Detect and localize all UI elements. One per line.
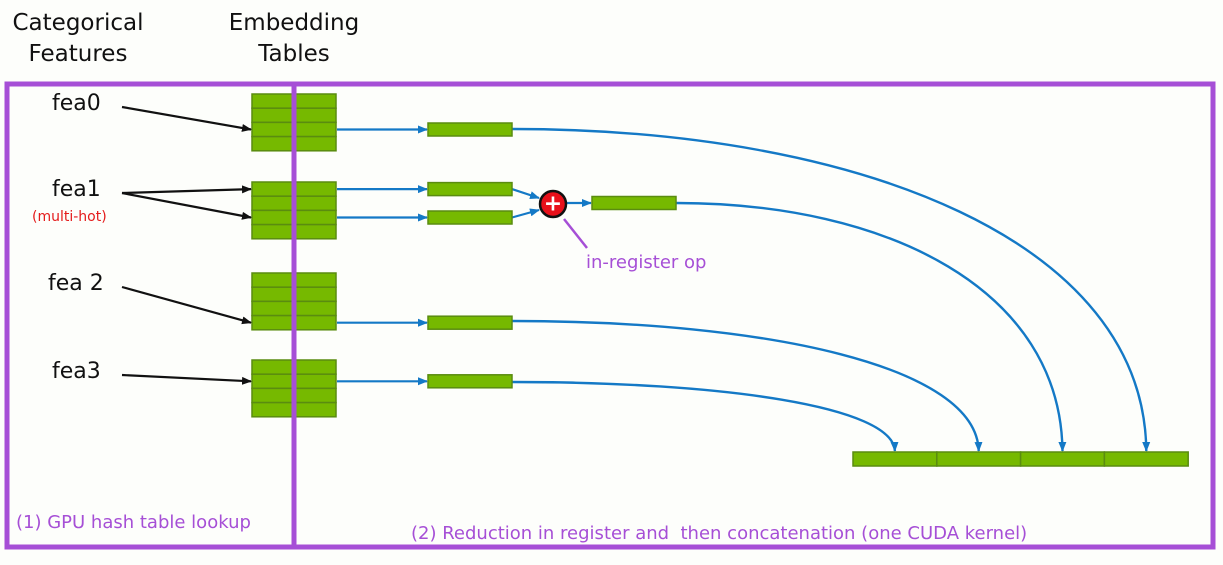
section-label-reduction: (2) Reduction in register and then conca… [411, 523, 1028, 544]
outer-frame [4, 81, 1216, 550]
feature-label: fea3 [52, 359, 101, 384]
plus-operator-icon [538, 189, 568, 219]
output-segment [852, 451, 938, 467]
plus-symbol: + [544, 192, 562, 217]
output-segment [1019, 451, 1106, 467]
feature-label: fea0 [52, 91, 101, 116]
categorical-features-header: Categorical Features [8, 8, 148, 70]
categorical-features-header-text: Categorical Features [12, 10, 144, 67]
multi-hot-annotation: (multi-hot) [32, 209, 107, 225]
feature-label: fea 2 [48, 271, 104, 296]
lookup-arrow [121, 185, 252, 195]
embedding-vector [427, 315, 513, 330]
feature-label: fea1 [52, 177, 101, 202]
embedding-vector [427, 210, 513, 225]
reduce-arrow [511, 188, 540, 200]
embedding-vector [427, 122, 513, 137]
embedding-tables-header: Embedding Tables [224, 8, 364, 70]
in-register-op-label: in-register op [586, 252, 707, 273]
section-label-lookup: (1) GPU hash table lookup [16, 512, 251, 533]
embedding-vector [427, 181, 513, 197]
output-segment [936, 451, 1022, 467]
concat-arrow [511, 127, 1151, 452]
reduce-arrow [511, 208, 540, 219]
lookup-arrow [121, 191, 252, 220]
lookup-arrow [121, 373, 252, 385]
concat-arrow [511, 380, 899, 452]
concat-arrow [675, 201, 1067, 452]
reduced-vector [591, 195, 677, 211]
embedding-vector [427, 374, 513, 389]
concat-arrow [511, 319, 983, 452]
output-segment [1103, 451, 1189, 467]
lookup-arrow [121, 285, 252, 325]
lookup-arrow [121, 105, 252, 132]
embedding-tables-header-text: Embedding Tables [228, 10, 360, 67]
operator-callout-line [563, 218, 588, 249]
